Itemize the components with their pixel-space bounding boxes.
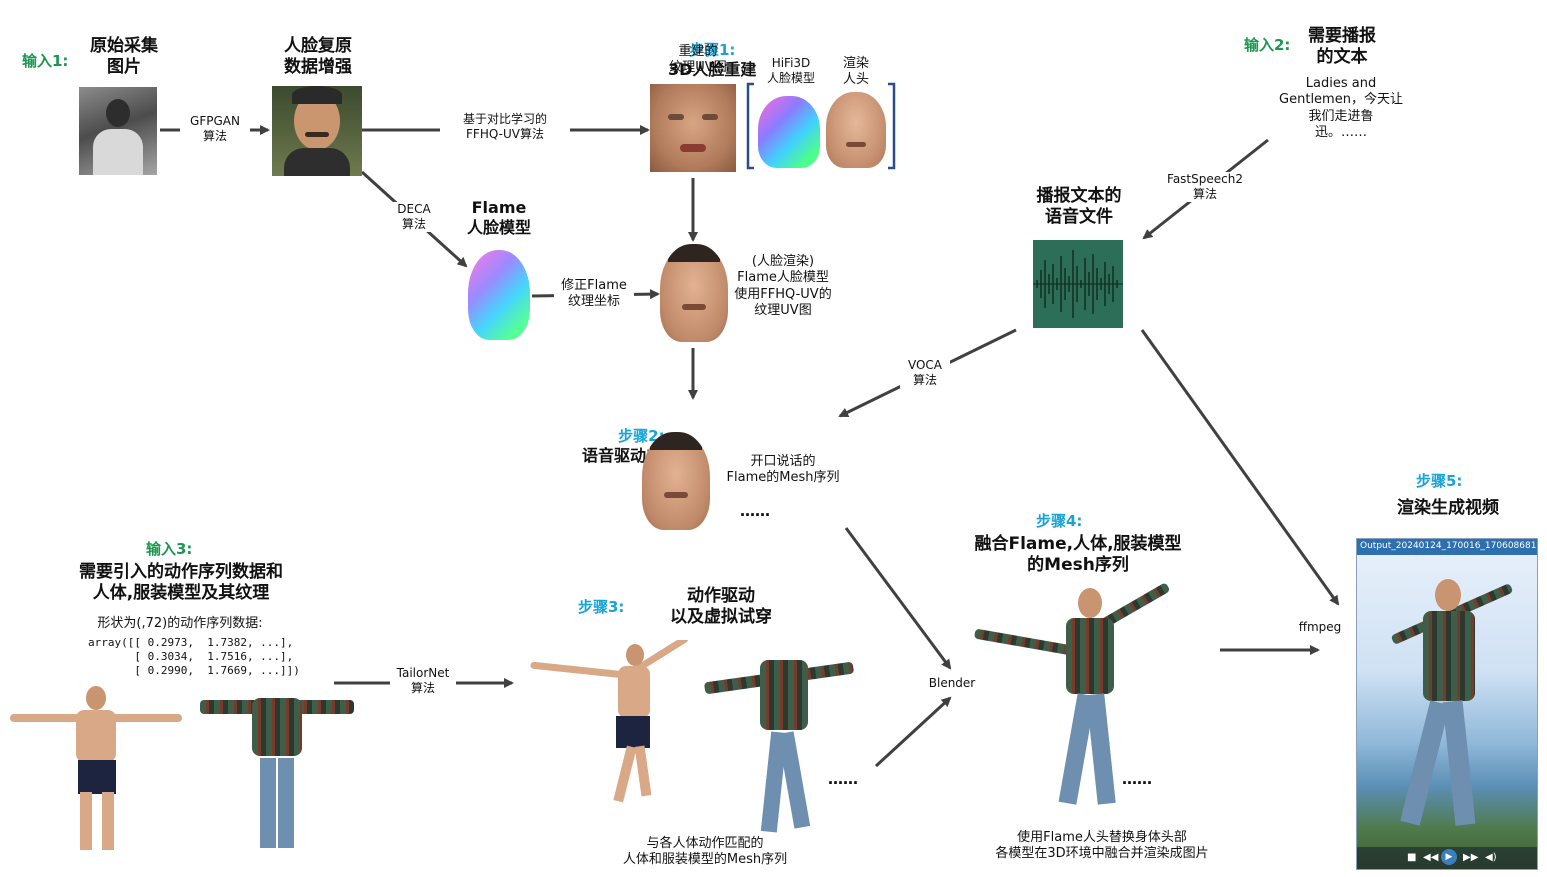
uv-texture-image	[650, 84, 736, 172]
fused-model	[974, 574, 1180, 828]
flame-model-image	[468, 250, 530, 340]
gfpgan-label: GFPGAN 算法	[180, 114, 250, 144]
render-head-label: 渲染 人头	[842, 56, 869, 88]
arrow-audio-to-video	[1140, 329, 1340, 606]
stop-icon[interactable]: ■	[1407, 852, 1417, 863]
blender-label: Blender	[928, 676, 976, 690]
volume-icon[interactable]: ◀)	[1485, 852, 1497, 863]
video-controls-bar: ■ ◀◀ ▶ ▶▶ ◀)	[1357, 847, 1537, 869]
fix-flame-label: 修正Flame 纹理坐标	[554, 278, 634, 311]
input3-shape: 形状为(,72)的动作序列数据:	[97, 616, 263, 631]
tailornet-label: TailorNet 算法	[390, 666, 456, 696]
hifi3d-model-image	[758, 96, 820, 168]
rendered-head-image	[826, 92, 886, 168]
arrow-step3-to-blender	[874, 696, 952, 768]
step4-tag: 步骤4:	[1036, 512, 1083, 530]
video-window-title: Output_20240124_170016_1706086816	[1360, 541, 1538, 551]
audio-waveform	[1033, 240, 1123, 328]
hifi3d-label: HiFi3D 人脸模型	[766, 56, 815, 85]
talking-flame-head	[642, 432, 710, 530]
step4-dots: ……	[1122, 770, 1152, 788]
input1-tag: 输入1:	[22, 52, 69, 70]
voca-label: VOCA 算法	[900, 358, 950, 388]
ffmpeg-label: ffmpeg	[1298, 620, 1342, 634]
restored-face-photo	[272, 86, 362, 176]
flame-render-head	[660, 244, 728, 342]
step1-heading: 步骤1: 3D人脸重建	[668, 20, 756, 80]
body-model-tpose	[10, 686, 182, 856]
posed-body-model	[520, 640, 700, 812]
input2-text: Ladies and Gentlemen，今天让 我们走进鲁 迅。……	[1279, 76, 1403, 140]
step1-tag: 步骤1:	[688, 41, 736, 59]
video-window-titlebar	[1357, 539, 1537, 555]
step5-title: 渲染生成视频	[1397, 498, 1499, 518]
rewind-icon[interactable]: ◀◀	[1423, 852, 1439, 863]
step3-dots: ……	[828, 770, 858, 788]
uv-label: 重建的 纹理UV图	[669, 44, 727, 76]
restore-title: 人脸复原 数据增强	[284, 36, 352, 78]
input2-title: 需要播报 的文本	[1308, 26, 1376, 68]
input3-array: array([[ 0.2973, 1.7382, ...], [ 0.3034,…	[88, 636, 300, 677]
step2-dots: ……	[740, 502, 770, 520]
deca-label: DECA 算法	[386, 202, 442, 232]
model-bracket	[746, 82, 896, 170]
input3-tag: 输入3:	[146, 540, 193, 558]
clothing-model-tpose	[200, 696, 354, 856]
step4-desc: 使用Flame人头替换身体头部 各模型在3D环境中融合并渲染成图片	[995, 830, 1209, 862]
video-player-window: Output_20240124_170016_1706086816 ■ ◀◀ ▶…	[1356, 538, 1538, 870]
render-desc: (人脸渲染) Flame人脸模型 使用FFHQ-UV的 纹理UV图	[734, 254, 832, 318]
input3-title: 需要引入的动作序列数据和 人体,服装模型及其纹理	[79, 562, 283, 604]
step5-tag: 步骤5:	[1416, 472, 1463, 490]
step3-desc: 与各人体动作匹配的 人体和服装模型的Mesh序列	[622, 836, 788, 868]
input1-title: 原始采集 图片	[90, 36, 158, 78]
fastspeech-label: FastSpeech2 算法	[1160, 172, 1250, 202]
step2-desc: 开口说话的 Flame的Mesh序列	[726, 454, 840, 486]
flame-model-title: Flame 人脸模型	[466, 198, 531, 237]
play-icon[interactable]: ▶	[1441, 849, 1457, 865]
audio-title: 播报文本的 语音文件	[1036, 186, 1122, 228]
forward-icon[interactable]: ▶▶	[1463, 852, 1479, 863]
arrow-step2-to-blender	[844, 527, 952, 670]
step3-title: 动作驱动 以及虚拟试穿	[670, 586, 772, 628]
step4-title: 融合Flame,人体,服装模型 的Mesh序列	[974, 534, 1182, 576]
step3-tag: 步骤3:	[578, 598, 625, 616]
step1-title: 3D人脸重建	[668, 60, 757, 79]
ffhq-algo-label: 基于对比学习的 FFHQ-UV算法	[440, 112, 570, 142]
input2-tag: 输入2:	[1244, 36, 1291, 54]
posed-clothing-model	[704, 642, 854, 838]
original-photo	[79, 87, 157, 175]
